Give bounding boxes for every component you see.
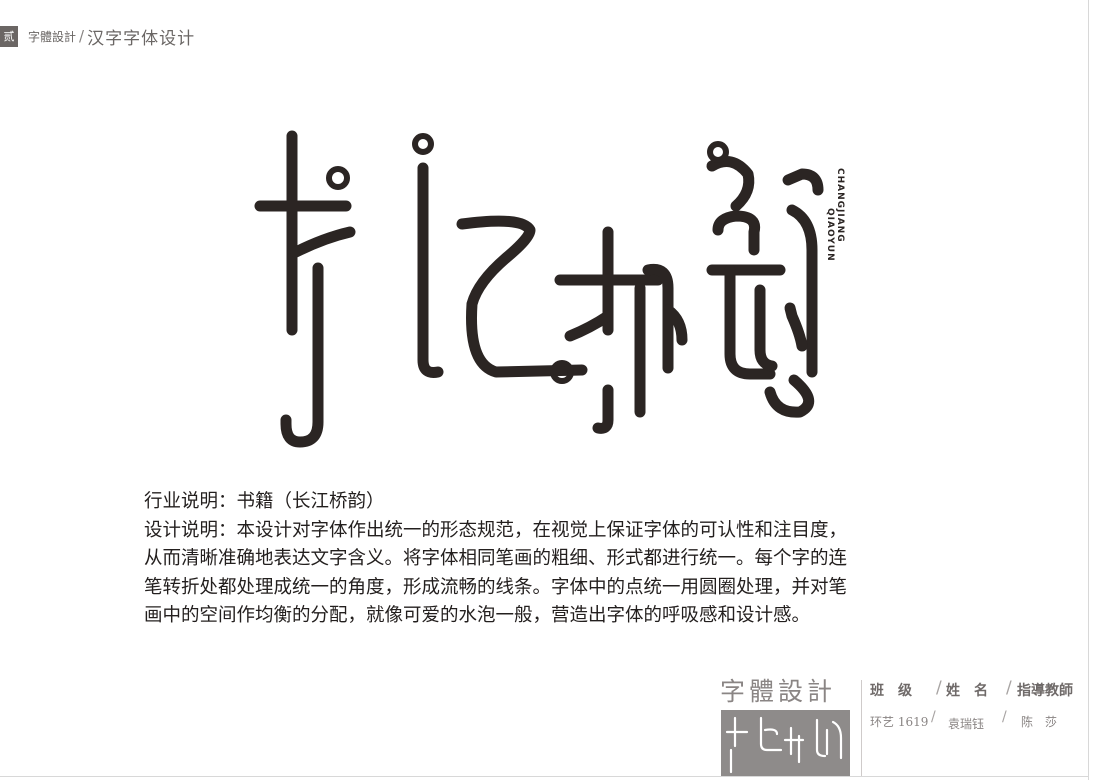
footer-slash: / xyxy=(1002,709,1007,725)
header-separator: / xyxy=(79,27,85,45)
art-stroke xyxy=(662,304,688,346)
thumb-stroke xyxy=(815,718,843,760)
page-badge: 贰 xyxy=(0,25,18,47)
footer-thumbnail xyxy=(721,710,850,776)
art-stroke xyxy=(456,215,588,378)
name-label: 姓 名 xyxy=(946,683,988,699)
footer-slash: / xyxy=(931,709,936,725)
art-stroke xyxy=(280,262,324,448)
art-dot xyxy=(326,166,350,190)
thumb-stroke xyxy=(783,726,805,764)
header-title: 汉字字体设计 xyxy=(87,28,196,49)
design-note-line: 设计说明：本设计对字体作出统一的形态规范，在视觉上保证字体的可认性和注目度， xyxy=(144,519,848,541)
art-stroke xyxy=(712,210,761,256)
pinyin-line1: CHANGJIANG xyxy=(835,168,845,243)
art-stroke xyxy=(786,204,818,378)
art-dot xyxy=(412,133,434,155)
footer-title: 字體設計 xyxy=(720,677,837,706)
art-stroke xyxy=(706,156,755,212)
footer-divider xyxy=(861,680,862,776)
class-value: 环艺 1619 xyxy=(870,715,929,729)
art-stroke xyxy=(290,226,356,258)
page-header: 贰 字體設計 / 汉字字体设计 xyxy=(0,25,196,49)
thumb-stroke xyxy=(725,716,749,774)
footer-slash: / xyxy=(936,678,942,698)
design-note-line: 画中的空间作均衡的分配，就像可爱的水泡一般，营造出字体的呼吸感和设计感。 xyxy=(144,605,811,626)
art-stroke xyxy=(784,302,808,352)
art-stroke xyxy=(592,384,614,434)
teacher-value: 陈 莎 xyxy=(1021,715,1058,729)
art-stroke xyxy=(417,162,444,378)
art-stroke xyxy=(764,374,815,418)
page-frame-bottom xyxy=(0,776,1089,777)
name-value: 袁瑞钰 xyxy=(948,717,985,731)
art-stroke xyxy=(754,284,778,372)
header-series: 字體設計 xyxy=(28,29,77,44)
page-frame-right xyxy=(1088,0,1089,780)
class-label: 班 级 xyxy=(870,683,912,699)
art-dot xyxy=(707,141,729,163)
footer-slash: / xyxy=(1006,678,1012,698)
title-artwork: CHANGJIANG QIAOYUN xyxy=(254,130,845,448)
art-stroke xyxy=(724,264,776,380)
pinyin-line2: QIAOYUN xyxy=(825,208,835,262)
thumb-stroke xyxy=(759,716,783,752)
design-note-line: 从而清晰准确地表达文字含义。将字体相同笔画的粗细、形式都进行统一。每个字的连 xyxy=(144,548,848,569)
art-stroke xyxy=(564,310,614,342)
teacher-label: 指導教師 xyxy=(1017,683,1073,699)
design-note-line: 笔转折处都处理成统一的角度，形成流畅的线条。字体中的点统一用圆圈处理，并对笔 xyxy=(144,576,848,598)
art-stroke xyxy=(782,168,824,196)
description-block: 行业说明：书籍（长江桥韵） 设计说明：本设计对字体作出统一的形态规范，在视觉上保… xyxy=(144,488,944,631)
art-dot xyxy=(550,360,574,384)
art-stroke xyxy=(642,263,674,374)
industry-note: 行业说明：书籍（长江桥韵） xyxy=(144,491,385,512)
